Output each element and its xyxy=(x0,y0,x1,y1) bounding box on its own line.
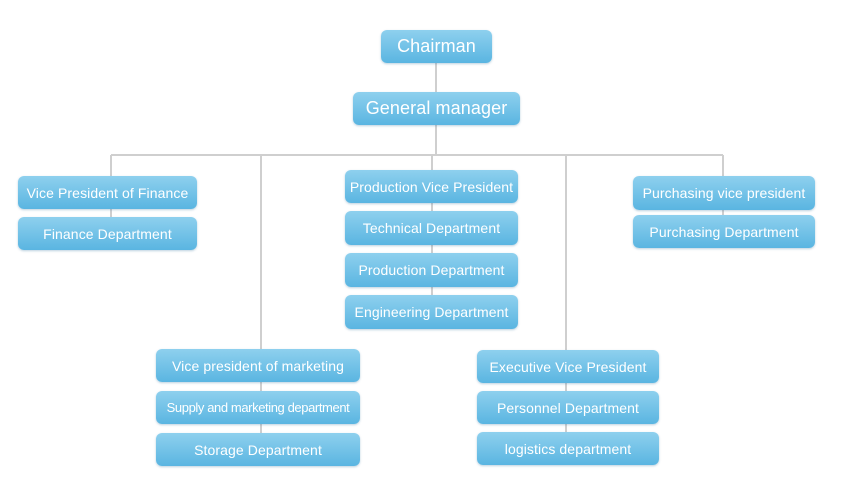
executive-vp-box: Executive Vice President xyxy=(477,350,659,383)
vp-purchasing-box: Purchasing vice president xyxy=(633,176,815,210)
production-department-box: Production Department xyxy=(345,253,518,287)
general-manager-box: General manager xyxy=(353,92,520,125)
vp-finance-box: Vice President of Finance xyxy=(18,176,197,209)
chairman-box: Chairman xyxy=(381,30,492,63)
technical-department-box: Technical Department xyxy=(345,211,518,245)
personnel-department-box: Personnel Department xyxy=(477,391,659,424)
supply-marketing-department-box: Supply and marketing department xyxy=(156,391,360,424)
finance-department-box: Finance Department xyxy=(18,217,197,250)
vp-marketing-box: Vice president of marketing xyxy=(156,349,360,382)
engineering-department-box: Engineering Department xyxy=(345,295,518,329)
production-vp-box: Production Vice President xyxy=(345,170,518,203)
storage-department-box: Storage Department xyxy=(156,433,360,466)
purchasing-department-box: Purchasing Department xyxy=(633,215,815,248)
logistics-department-box: logistics department xyxy=(477,432,659,465)
